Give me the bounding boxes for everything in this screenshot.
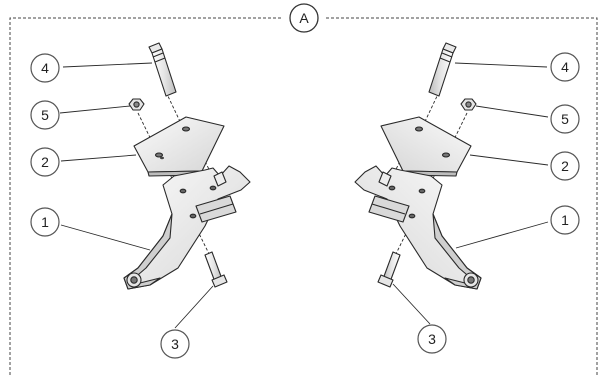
left-bolt xyxy=(148,42,177,97)
right-callout-1: 1 xyxy=(550,205,580,235)
right-assembly xyxy=(354,42,482,290)
left-callout-3-text: 3 xyxy=(171,336,179,352)
left-callout-5-text: 5 xyxy=(41,107,49,123)
right-callout-5: 5 xyxy=(550,104,580,134)
right-callouts: 4 5 2 1 3 xyxy=(417,52,580,354)
left-assembly xyxy=(123,42,251,290)
left-callout-1-text: 1 xyxy=(41,214,49,230)
left-callouts: 4 5 2 1 3 xyxy=(30,53,190,359)
right-callout-3: 3 xyxy=(417,324,447,354)
left-nut xyxy=(128,98,145,111)
right-callout-4-text: 4 xyxy=(561,59,569,75)
right-bolt xyxy=(428,42,457,97)
left-callout-4: 4 xyxy=(30,53,60,83)
right-screw xyxy=(377,251,401,288)
right-leaders xyxy=(392,62,549,325)
left-callout-3: 3 xyxy=(160,329,190,359)
right-callout-2: 2 xyxy=(550,151,580,181)
left-leaders xyxy=(59,62,214,329)
left-callout-4-text: 4 xyxy=(41,60,49,76)
left-callout-2: 2 xyxy=(30,147,60,177)
right-callout-1-text: 1 xyxy=(561,212,569,228)
view-label-a: A xyxy=(289,3,319,33)
left-bracket xyxy=(123,165,251,290)
right-callout-2-text: 2 xyxy=(561,158,569,174)
left-callout-1: 1 xyxy=(30,207,60,237)
right-callout-3-text: 3 xyxy=(428,331,436,347)
view-frame xyxy=(9,17,598,375)
right-nut xyxy=(460,98,477,111)
view-label-text: A xyxy=(299,10,309,26)
right-plate xyxy=(380,116,472,177)
left-callout-5: 5 xyxy=(30,100,60,130)
right-callout-4: 4 xyxy=(550,52,580,82)
left-plate xyxy=(133,116,225,177)
right-callout-5-text: 5 xyxy=(561,111,569,127)
right-bracket xyxy=(354,165,482,290)
left-screw xyxy=(204,251,228,288)
left-callout-2-text: 2 xyxy=(41,154,49,170)
